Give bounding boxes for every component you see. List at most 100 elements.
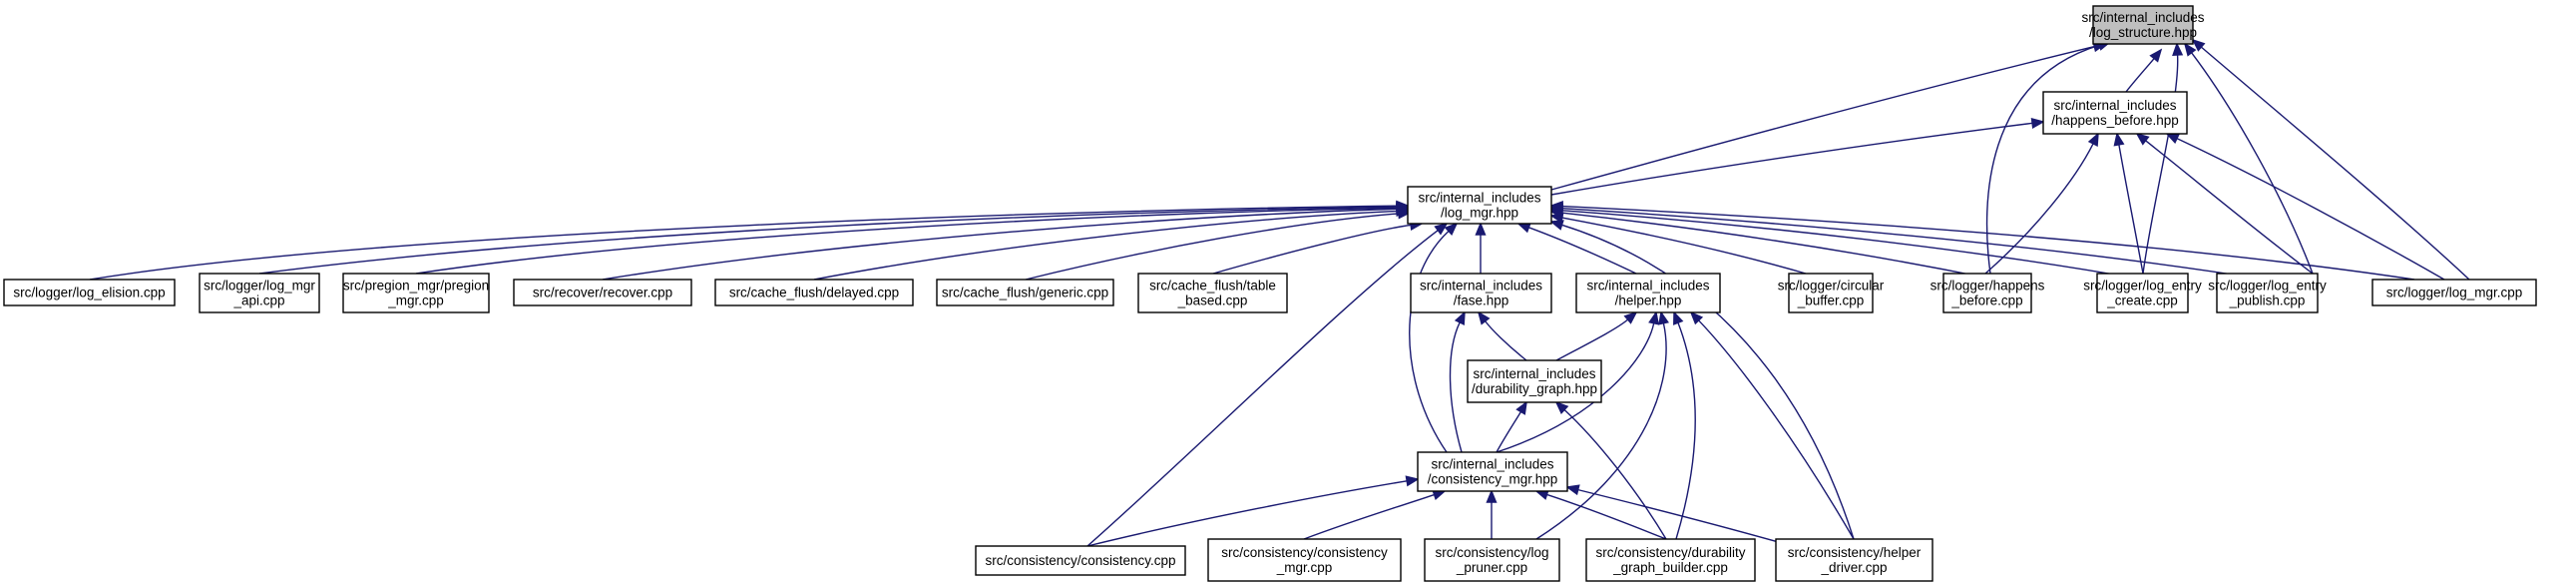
node-circular-buffer[interactable]: src/logger/circular_buffer.cpp <box>1778 273 1885 313</box>
edge-log_entry_publish-to-log_structure <box>2183 42 2314 275</box>
dependency-nodes: src/internal_includes/log_structure.hpps… <box>3 5 2537 582</box>
node-label: src/cache_flush/table <box>1149 279 1276 294</box>
edge-arrowhead <box>2135 132 2150 146</box>
edge-log_mgr_api-to-log_mgr_hpp <box>258 201 1410 275</box>
edge-consistency_mgr_hpp-to-log_mgr_hpp <box>1409 222 1459 453</box>
node-label: src/consistency/durability <box>1595 545 1745 560</box>
edge-log_pruner-to-consistency_mgr_hpp <box>1486 489 1498 539</box>
edge-line <box>1561 224 1855 540</box>
node-log-entry-create[interactable]: src/logger/log_entry_create.cpp <box>2083 273 2202 313</box>
edge-happens_before_cpp-to-log_mgr_hpp <box>1549 207 1986 279</box>
edge-consistency_mgr_cpp-to-consistency_mgr_hpp <box>1303 489 1447 540</box>
node-label: src/consistency/log <box>1435 545 1548 560</box>
edge-line <box>1561 217 1807 275</box>
node-label: _pruner.cpp <box>1456 560 1527 575</box>
edge-line <box>602 208 1398 281</box>
node-log-entry-publish[interactable]: src/logger/log_entry_publish.cpp <box>2208 273 2327 313</box>
edge-line <box>2200 46 2470 281</box>
edge-line <box>1496 411 1522 453</box>
node-consistency-cpp[interactable]: src/consistency/consistency.cpp <box>975 545 1186 576</box>
node-box <box>2092 5 2194 45</box>
node-durability-graph-hpp[interactable]: src/internal_includes/durability_graph.h… <box>1467 359 1602 403</box>
edge-line <box>1086 230 1439 547</box>
node-box <box>1788 273 1874 313</box>
edge-line <box>1025 213 1400 281</box>
edge-arrowhead <box>1515 400 1527 415</box>
node-label: src/internal_includes <box>1586 279 1709 294</box>
edge-line <box>1409 230 1450 453</box>
edge-line <box>258 206 1398 275</box>
node-happens-before-cpp[interactable]: src/logger/happens_before.cpp <box>1931 273 2045 313</box>
node-label: /log_structure.hpp <box>2089 25 2197 40</box>
edge-arrowhead <box>1658 310 1669 325</box>
edge-arrowhead <box>2149 48 2163 63</box>
node-label: src/internal_includes <box>2081 10 2204 25</box>
node-box <box>2216 273 2319 313</box>
edge-arrowhead <box>1565 484 1580 496</box>
edge-durability_graph_builder-to-durability_graph_hpp <box>1554 400 1667 540</box>
edge-log_mgr_cpp-to-log_mgr_hpp <box>1549 201 2415 281</box>
edge-line <box>2118 144 2144 275</box>
node-log-mgr-hpp[interactable]: src/internal_includes/log_mgr.hpp <box>1407 186 1552 225</box>
edge-line <box>1555 318 1629 361</box>
node-label: /happens_before.hpp <box>2051 113 2179 128</box>
node-log-elision[interactable]: src/logger/log_elision.cpp <box>3 279 176 306</box>
node-label: src/cache_flush/generic.cpp <box>942 286 1108 300</box>
node-consistency-mgr-cpp[interactable]: src/consistency/consistency_mgr.cpp <box>1207 538 1402 582</box>
node-happens-before-hpp[interactable]: src/internal_includes/happens_before.hpp <box>2042 91 2188 135</box>
edge-arrowhead <box>1554 400 1569 415</box>
node-log-structure[interactable]: src/internal_includes/log_structure.hpp <box>2081 5 2205 45</box>
node-label: _based.cpp <box>1177 294 1248 308</box>
node-pregion-mgr[interactable]: src/pregion_mgr/pregion_mgr.cpp <box>342 273 490 313</box>
edge-arrowhead <box>1549 201 1563 213</box>
edge-line <box>1496 322 1655 453</box>
node-delayed[interactable]: src/cache_flush/delayed.cpp <box>714 279 914 306</box>
node-label: src/internal_includes <box>1431 457 1553 472</box>
edge-durability_graph_builder-to-helper_hpp <box>1673 310 1696 540</box>
node-box <box>513 279 692 306</box>
node-label: /helper.hpp <box>1615 294 1682 308</box>
edge-line <box>1550 122 2033 196</box>
edge-arrowhead <box>1405 475 1420 487</box>
node-log-pruner[interactable]: src/consistency/log_pruner.cpp <box>1424 538 1560 582</box>
edge-arrowhead <box>1397 208 1412 220</box>
node-box <box>1467 359 1602 403</box>
node-box <box>1942 273 2032 313</box>
edge-line <box>1086 480 1408 547</box>
node-log-mgr-api[interactable]: src/logger/log_mgr_api.cpp <box>199 273 320 313</box>
node-label: _before.cpp <box>1950 294 2022 308</box>
edge-line <box>1985 44 2100 275</box>
node-fase-hpp[interactable]: src/internal_includes/fase.hpp <box>1410 273 1552 313</box>
edge-arrowhead <box>1623 310 1638 324</box>
node-recover[interactable]: src/recover/recover.cpp <box>513 279 692 306</box>
node-label: src/internal_includes <box>1420 279 1542 294</box>
node-helper-driver[interactable]: src/consistency/helper_driver.cpp <box>1775 538 1933 582</box>
node-box <box>1410 273 1552 313</box>
node-table-based[interactable]: src/cache_flush/table_based.cpp <box>1137 273 1288 313</box>
node-consistency-mgr-hpp[interactable]: src/internal_includes/consistency_mgr.hp… <box>1417 451 1568 492</box>
edge-line <box>89 205 1398 281</box>
edge-line <box>1303 493 1435 540</box>
node-log-mgr-cpp[interactable]: src/logger/log_mgr.cpp <box>2371 279 2537 306</box>
node-box <box>936 279 1114 306</box>
edge-line <box>2191 52 2314 275</box>
edge-consistency_mgr_hpp-to-fase_hpp <box>1449 310 1466 453</box>
edge-line <box>2142 54 2179 275</box>
edge-line <box>1528 227 1637 275</box>
node-helper-hpp[interactable]: src/internal_includes/helper.hpp <box>1575 273 1721 313</box>
edge-arrowhead <box>2087 132 2099 147</box>
edge-line <box>1546 493 1667 540</box>
edge-arrowhead <box>1454 310 1466 325</box>
node-generic[interactable]: src/cache_flush/generic.cpp <box>936 279 1114 306</box>
edge-line <box>1561 210 2144 281</box>
node-durability-graph-builder[interactable]: src/consistency/durability_graph_builder… <box>1585 538 1756 582</box>
node-label: src/cache_flush/delayed.cpp <box>729 286 899 300</box>
edge-generic-to-log_mgr_hpp <box>1025 208 1412 281</box>
edge-arrowhead <box>1477 310 1491 325</box>
node-label: src/internal_includes <box>2053 98 2176 113</box>
node-label: _create.cpp <box>2106 294 2178 308</box>
edge-arrowhead <box>1444 222 1459 237</box>
edge-consistency_cpp-to-log_mgr_hpp <box>1086 222 1449 547</box>
node-label: /durability_graph.hpp <box>1472 381 1597 396</box>
node-label: /consistency_mgr.hpp <box>1428 472 1558 487</box>
